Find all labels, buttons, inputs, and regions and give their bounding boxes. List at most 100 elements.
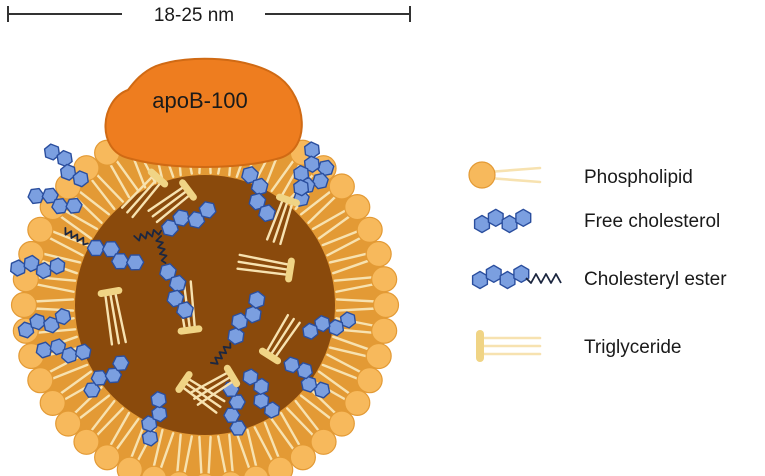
cholesteryl-ester-molecule bbox=[155, 235, 194, 320]
ester-tail bbox=[64, 227, 89, 246]
triglyceride-chain bbox=[155, 192, 193, 224]
phospholipid-head bbox=[356, 367, 383, 394]
phospholipid-tail bbox=[326, 353, 364, 375]
phospholipid-head bbox=[55, 410, 82, 437]
ester-tail bbox=[133, 229, 162, 242]
cholesterol-ring bbox=[56, 149, 73, 168]
core-contents bbox=[64, 166, 301, 414]
phospholipid-tail bbox=[317, 214, 352, 240]
cholesterol-ring bbox=[151, 405, 168, 423]
phospholipid-tail bbox=[94, 172, 124, 203]
triglyceride-chain bbox=[279, 200, 294, 246]
phospholipid-tail bbox=[58, 370, 93, 396]
cholesterol-ring bbox=[41, 187, 59, 204]
cholesterol-ring bbox=[176, 301, 194, 320]
cholesteryl-ester-molecule bbox=[133, 201, 217, 242]
cholesterol-ring bbox=[228, 394, 246, 410]
phospholipid-tail bbox=[46, 353, 84, 375]
phospholipid-tail bbox=[335, 298, 378, 303]
free-cholesterol-molecule bbox=[17, 308, 72, 339]
cholesterol-ring bbox=[515, 208, 532, 228]
cholesterol-ring bbox=[198, 201, 217, 219]
cholesterol-ring bbox=[293, 164, 310, 183]
triglyceride-chain bbox=[273, 321, 301, 360]
phospholipid-head bbox=[168, 471, 190, 476]
triglyceride-molecule bbox=[175, 371, 226, 414]
legend-item-free-cholesterol: Free cholesterol bbox=[473, 208, 720, 234]
phospholipid-tail bbox=[175, 433, 182, 475]
phospholipid-head bbox=[220, 471, 242, 476]
phospholipid-head bbox=[371, 317, 398, 344]
free-cholesterol-molecule bbox=[293, 141, 320, 197]
triglyceride-head bbox=[285, 257, 295, 283]
cholesterol-ring bbox=[141, 429, 159, 447]
phospholipid-tail bbox=[321, 363, 361, 381]
triglyceride-chain bbox=[196, 379, 236, 406]
cholesterol-ring bbox=[61, 346, 78, 364]
phospholipid-tail bbox=[321, 229, 361, 247]
legend-label-cholesteryl-ester: Cholesteryl ester bbox=[584, 269, 727, 290]
cholesterol-ring bbox=[29, 313, 46, 331]
phospholipid-tail bbox=[307, 194, 338, 224]
triglyceride-chain bbox=[103, 291, 114, 346]
cholesterol-ring bbox=[110, 252, 130, 270]
legend-ester-molecule bbox=[471, 264, 562, 290]
cholesterol-ring bbox=[49, 257, 66, 275]
triglyceride-chain bbox=[189, 370, 231, 394]
triglyceride-chain bbox=[185, 376, 226, 403]
cholesterol-ring bbox=[223, 407, 241, 423]
cholesterol-ring bbox=[304, 141, 320, 159]
phospholipid-tail bbox=[246, 428, 258, 470]
phospholipid-head bbox=[328, 410, 355, 437]
phospholipid-tail bbox=[76, 394, 111, 421]
phospholipid-head bbox=[196, 472, 214, 476]
cholesterol-ring bbox=[473, 214, 491, 234]
cholesterol-ring bbox=[112, 355, 130, 372]
cholesterol-ring bbox=[302, 322, 319, 340]
phospholipid-tail bbox=[299, 189, 334, 216]
cholesterol-ring bbox=[35, 261, 52, 280]
triglyceride-chain bbox=[147, 184, 187, 212]
phospholipid-head bbox=[371, 266, 398, 293]
phospholipid-head bbox=[344, 194, 371, 221]
phospholipid-head bbox=[267, 456, 294, 476]
free-cholesterol-molecule bbox=[35, 338, 92, 364]
triglyceride-icon bbox=[476, 330, 542, 362]
triglyceride-chain bbox=[265, 197, 285, 241]
cholesteryl-ester-icon bbox=[471, 264, 562, 290]
phospholipid-head bbox=[344, 389, 371, 416]
phospholipid-tail bbox=[335, 307, 378, 312]
phospholipid-head bbox=[94, 444, 121, 471]
cholesterol-ring bbox=[51, 197, 69, 215]
cholesterol-ring bbox=[150, 391, 167, 409]
free-cholesterol-icon bbox=[473, 208, 532, 234]
cholesterol-ring bbox=[303, 155, 320, 173]
cholesterol-ring bbox=[258, 204, 276, 223]
triglyceride-chain bbox=[182, 380, 222, 409]
free-cholesterol-molecule bbox=[283, 356, 331, 399]
phospholipid-head bbox=[27, 216, 54, 243]
phospholipid-tail bbox=[228, 433, 235, 475]
phospholipid-head bbox=[73, 428, 100, 455]
phospholipid-tail bbox=[152, 428, 164, 470]
phospholipid-tail bbox=[49, 363, 89, 381]
ester-tail bbox=[210, 342, 232, 365]
legend-label-free-cholesterol: Free cholesterol bbox=[584, 211, 720, 232]
cholesterol-ring bbox=[229, 420, 247, 436]
cholesterol-ring bbox=[65, 197, 83, 214]
phospholipid-head bbox=[10, 291, 38, 319]
legend-ester-tail bbox=[525, 273, 562, 284]
triglyceride-head bbox=[177, 325, 203, 335]
shell-free-cholesterol bbox=[9, 141, 357, 447]
legend-tail bbox=[486, 176, 542, 184]
triglyceride-molecule bbox=[120, 168, 169, 219]
ester-tail bbox=[155, 235, 168, 264]
phospholipid-tail bbox=[217, 435, 228, 476]
phospholipid-head bbox=[116, 456, 143, 476]
phospholipid-tail bbox=[270, 158, 296, 193]
phospholipid-tail bbox=[332, 335, 372, 352]
phospholipid-tail bbox=[253, 426, 275, 464]
phospholipid-tail bbox=[307, 386, 338, 416]
cholesterol-ring bbox=[90, 370, 109, 386]
